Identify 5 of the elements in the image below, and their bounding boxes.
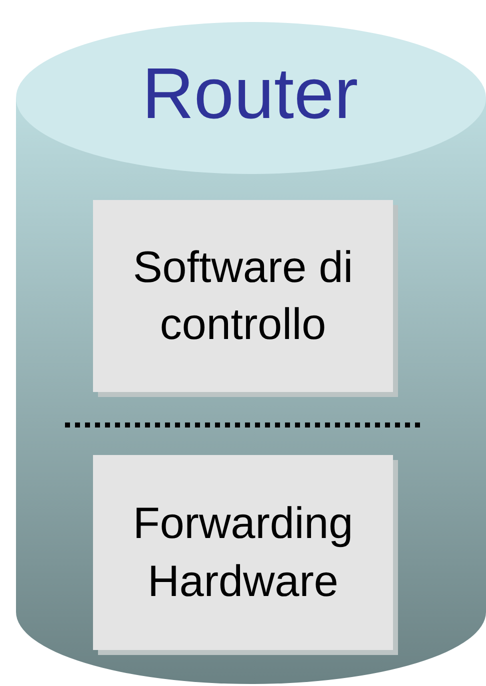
component-label: Forwarding Hardware <box>132 498 354 608</box>
component-box <box>93 200 393 392</box>
component-box <box>93 455 393 650</box>
component-label: Software di controllo <box>132 242 354 351</box>
router-title: Router <box>140 58 360 130</box>
